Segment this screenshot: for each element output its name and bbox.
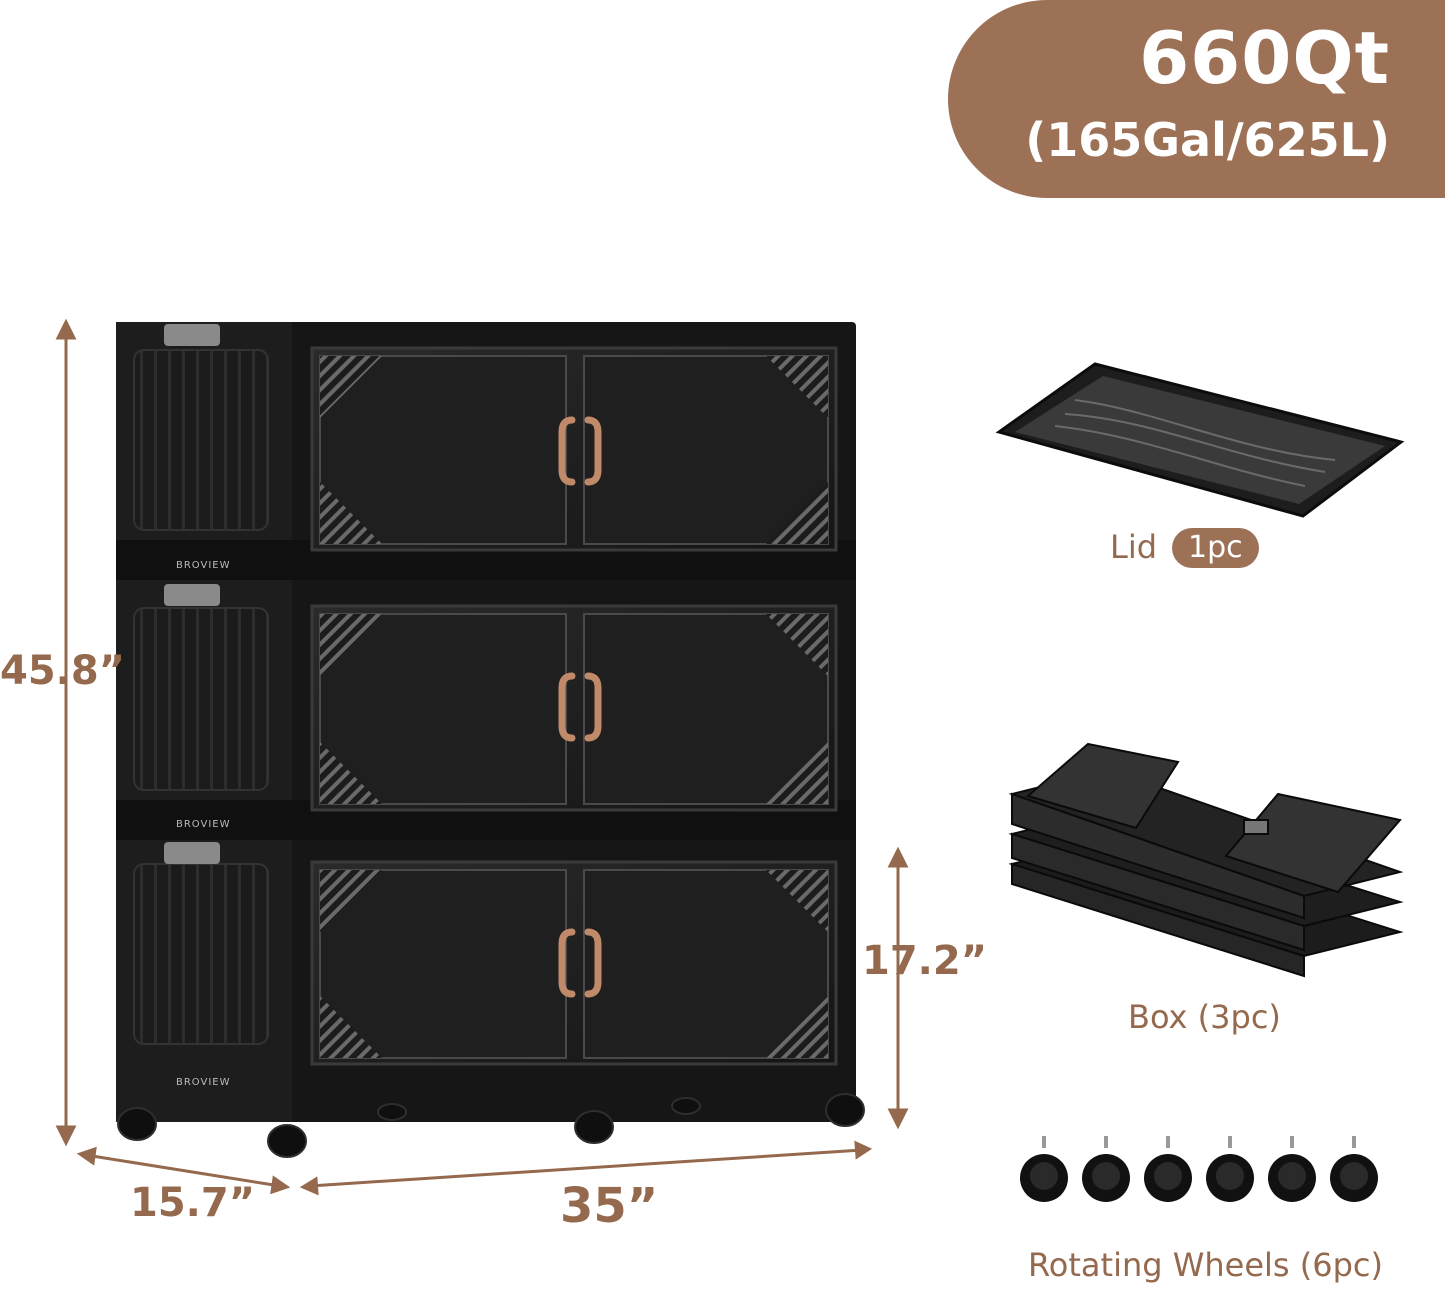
- capacity-gallons-liters: (165Gal/625L): [1025, 113, 1390, 167]
- folded-box-image: [1008, 742, 1404, 978]
- lid-label: Lid: [1110, 528, 1158, 566]
- height-label: 45.8”: [0, 648, 125, 694]
- box-label: Box (3pc): [1128, 998, 1281, 1036]
- tier-height-label: 17.2”: [862, 938, 987, 984]
- capacity-badge: 660Qt (165Gal/625L): [948, 0, 1445, 198]
- brand-label-2: BROVIEW: [176, 819, 231, 830]
- wheels-label: Rotating Wheels (6pc): [1028, 1246, 1383, 1284]
- depth-label: 15.7”: [130, 1180, 255, 1226]
- brand-label-3: BROVIEW: [176, 1077, 231, 1088]
- caster-wheels-image: [1020, 1136, 1378, 1202]
- width-dimension-line: [299, 1140, 873, 1196]
- capacity-quarts: 660Qt: [1139, 16, 1390, 100]
- caster-wheel-icon: [1020, 1136, 1068, 1202]
- width-label: 35”: [560, 1178, 659, 1234]
- lid-image: [995, 362, 1405, 518]
- cabinet-wheels: [117, 1093, 865, 1158]
- depth-dimension-line: [76, 1146, 291, 1195]
- storage-cabinet-image: [55, 318, 909, 1196]
- cabinet-tiers: [116, 324, 856, 1066]
- tier-height-dimension-line: [887, 846, 909, 1130]
- lid-count-badge: 1pc: [1172, 528, 1259, 568]
- height-dimension-line: [55, 318, 77, 1147]
- brand-label-1: BROVIEW: [176, 560, 231, 571]
